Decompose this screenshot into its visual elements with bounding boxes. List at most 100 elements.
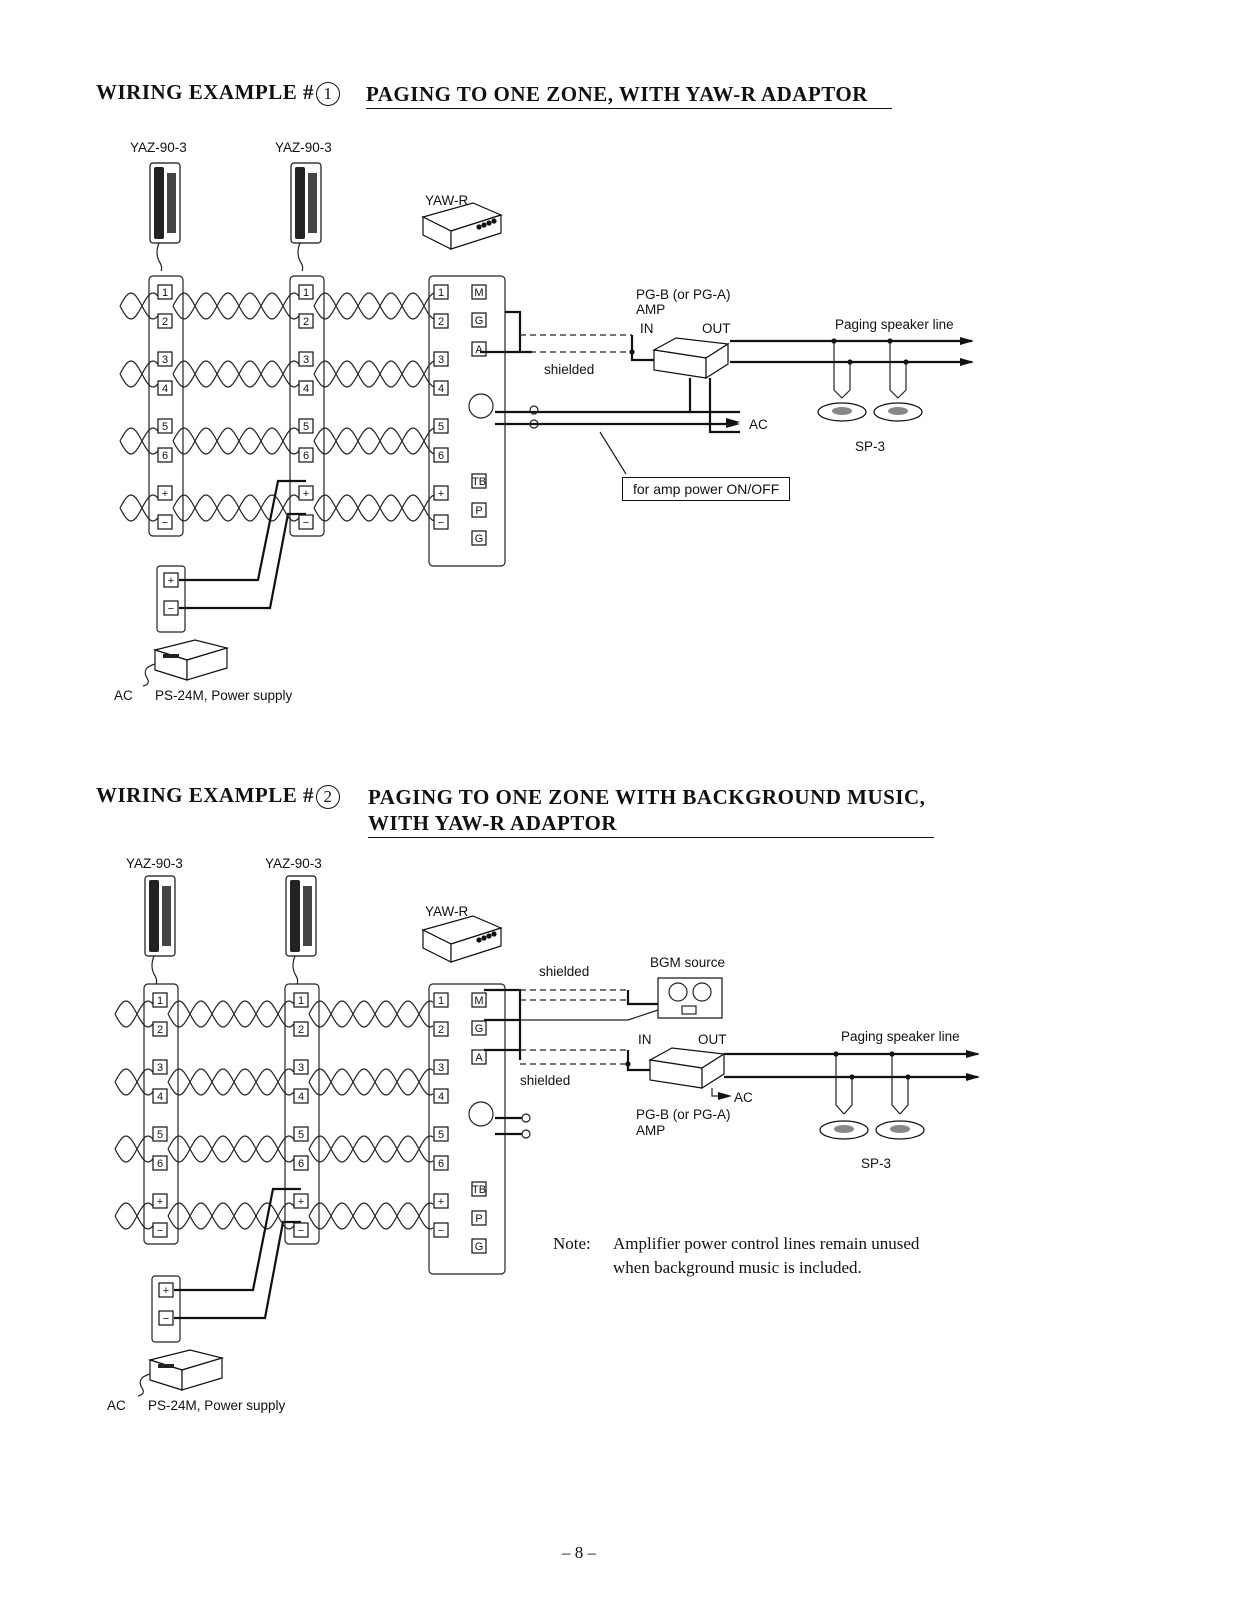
example1-station1-label: YAZ-90-3 bbox=[130, 140, 187, 155]
ex1-ad-right-term-5-text: G bbox=[475, 533, 484, 545]
ex2-ps-strip bbox=[151, 1275, 181, 1343]
ex2-st2-term-3-frame bbox=[293, 1088, 309, 1104]
ex2-ad-right-term-3-frame bbox=[471, 1181, 487, 1197]
ex1-ad-left-term-5: 6 bbox=[433, 447, 449, 463]
example1-power-ac-label: AC bbox=[114, 688, 133, 703]
ex1-spk-drop-b-0 bbox=[841, 362, 851, 399]
ex1-twist-a-0-a bbox=[172, 292, 300, 320]
ex1-ad-right-term-1-text: G bbox=[475, 315, 484, 327]
example1-speaker-line-label: Paging speaker line bbox=[835, 317, 954, 332]
ex2-ad-left-term-7-text: − bbox=[438, 1225, 444, 1237]
ex1-spk-drop-a-0 bbox=[833, 341, 843, 399]
ex2-ps-term-1-frame bbox=[158, 1310, 174, 1326]
ex2-st1-term-6-text: + bbox=[157, 1196, 163, 1208]
ex1-st1-term-0-frame bbox=[157, 284, 173, 300]
ex2-ps-icon-vent bbox=[158, 1364, 174, 1368]
ex1-ad-right-term-1: G bbox=[471, 312, 487, 328]
ex2-unused-contact-2 bbox=[521, 1129, 531, 1139]
ex2-st2-term-2-text: 3 bbox=[298, 1062, 304, 1074]
ex1-twist-a-1-a bbox=[172, 360, 300, 388]
ex1-ps-term-0-frame bbox=[163, 572, 179, 588]
ex1-ps-term-1: − bbox=[163, 600, 179, 616]
ex2-st1-term-5-frame bbox=[152, 1155, 168, 1171]
ex1-strip2 bbox=[289, 275, 325, 537]
ex2-twist-a-3-a bbox=[167, 1202, 295, 1230]
ex1-st2-term-6-text: + bbox=[303, 488, 309, 500]
ex1-st2-term-1-text: 2 bbox=[303, 316, 309, 328]
ex2-adaptor-icon-led-3 bbox=[491, 931, 497, 937]
ex2-twist-a-1-a bbox=[167, 1068, 295, 1096]
ex2-st1-term-3-text: 4 bbox=[157, 1091, 163, 1103]
ex1-twist-b-2-a bbox=[313, 427, 435, 455]
ex1-st1-term-6-frame bbox=[157, 485, 173, 501]
ex1-twist-b-1-b bbox=[313, 360, 435, 388]
ex1-ad-right-term-3: TB bbox=[471, 473, 487, 489]
ex1-adaptor-strip bbox=[428, 275, 506, 567]
ex1-twist-a-2-a bbox=[172, 427, 300, 455]
ex1-twist-b-0-b bbox=[313, 292, 435, 320]
ex1-station1-handset bbox=[154, 167, 164, 239]
ex1-st1-term-2: 3 bbox=[157, 351, 173, 367]
ex1-ad-right-term-5-frame bbox=[471, 530, 487, 546]
ex1-ad-left-term-1: 2 bbox=[433, 313, 449, 329]
ex2-twist-a-3-b bbox=[167, 1202, 295, 1230]
ex2-st2-term-2: 3 bbox=[293, 1059, 309, 1075]
ex2-twist-b-2-a bbox=[308, 1135, 434, 1163]
ex2-station2-face bbox=[303, 886, 312, 946]
ex2-ad-left-term-0-text: 1 bbox=[438, 995, 444, 1007]
ex2-ad-right-term-2-frame bbox=[471, 1049, 487, 1065]
ex2-st2-term-2-frame bbox=[293, 1059, 309, 1075]
ex1-station1-face bbox=[167, 173, 176, 233]
ex2-ps-term-1: − bbox=[158, 1310, 174, 1326]
ex2-st1-term-1: 2 bbox=[152, 1021, 168, 1037]
ex2-twist-b-1-a bbox=[308, 1068, 434, 1096]
example1-amp-label-1: PG-B (or PG-A) bbox=[636, 287, 731, 302]
ex2-bgm-ground bbox=[520, 1009, 659, 1021]
ex1-ad-left-term-1-frame bbox=[433, 313, 449, 329]
ex2-ad-left-term-3-text: 4 bbox=[438, 1091, 444, 1103]
ex2-ad-left-term-0-frame bbox=[433, 992, 449, 1008]
ex1-twist-a-2-b bbox=[172, 427, 300, 455]
example1-shielded-label: shielded bbox=[544, 362, 595, 377]
ex1-st2-term-0-frame bbox=[298, 284, 314, 300]
example1-out-label: OUT bbox=[702, 321, 731, 336]
ex1-ad-left-term-6-text: + bbox=[438, 488, 444, 500]
example1-heading-text: WIRING EXAMPLE # bbox=[96, 80, 315, 104]
ex1-twist-a-0-b bbox=[172, 292, 300, 320]
example2-note-line1: Amplifier power control lines remain unu… bbox=[613, 1234, 920, 1253]
ex2-st1-term-6: + bbox=[152, 1193, 168, 1209]
ex1-st2-term-2-text: 3 bbox=[303, 354, 309, 366]
example1-number: 1 bbox=[316, 82, 341, 106]
ex1-ad-left-term-2-text: 3 bbox=[438, 354, 444, 366]
ex2-ps-icon-front bbox=[181, 1357, 223, 1391]
ex2-ad-right-term-2-text: A bbox=[475, 1052, 483, 1064]
ex2-ad-right-term-0-frame bbox=[471, 992, 487, 1008]
example2-bgm-label: BGM source bbox=[650, 955, 726, 970]
ex1-st2-term-4-frame bbox=[298, 418, 314, 434]
ex2-ad-left-term-5-frame bbox=[433, 1155, 449, 1171]
ex1-twist-a-3-b bbox=[172, 494, 300, 522]
ex2-ad-right-term-1-text: G bbox=[475, 1023, 484, 1035]
ex1-station2-face bbox=[308, 173, 317, 233]
ex2-spk-drop-a-0 bbox=[835, 1054, 845, 1115]
ex1-st2-term-3-text: 4 bbox=[303, 383, 309, 395]
ex1-st2-term-7: − bbox=[298, 514, 314, 530]
ex2-in-dot bbox=[625, 1061, 631, 1067]
example1-power-label: PS-24M, Power supply bbox=[155, 688, 293, 703]
example2-amp-label-1: PG-B (or PG-A) bbox=[636, 1107, 731, 1122]
ex2-spk-arrow-2 bbox=[966, 1073, 980, 1081]
ex1-ad-right-term-4-frame bbox=[471, 502, 487, 518]
ex2-ad-right-term-4: P bbox=[471, 1210, 487, 1226]
ex2-station1-cord bbox=[151, 955, 158, 985]
ex1-callout-leader bbox=[599, 431, 627, 475]
ex1-spk-arrow-1 bbox=[960, 337, 974, 345]
example2-out-label: OUT bbox=[698, 1032, 727, 1047]
ex2-st2-term-0: 1 bbox=[293, 992, 309, 1008]
ex1-ad-left-term-7: − bbox=[433, 514, 449, 530]
ex1-ad-right-term-5: G bbox=[471, 530, 487, 546]
ex1-twist-start-0-b bbox=[119, 292, 159, 320]
ex2-spk-drop-b-1 bbox=[899, 1077, 909, 1115]
ex1-twist-start-3-a bbox=[119, 494, 159, 522]
ex2-ad-left-term-0: 1 bbox=[433, 992, 449, 1008]
